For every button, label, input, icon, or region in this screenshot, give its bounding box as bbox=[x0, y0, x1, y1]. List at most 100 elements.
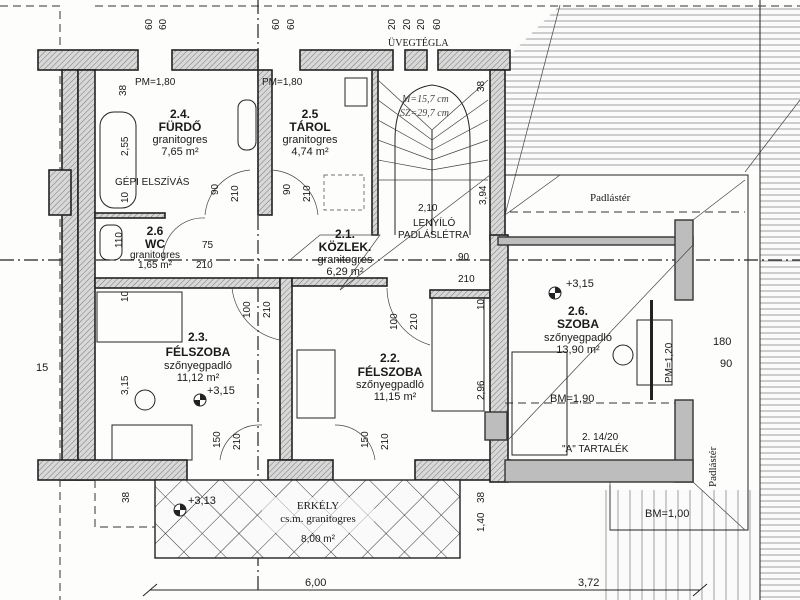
parapet-height: PM=1,80 bbox=[262, 77, 303, 88]
walls bbox=[37, 49, 694, 483]
exhaust-label: GÉPI ELSZÍVÁS bbox=[115, 175, 190, 188]
room-floor: granitogres bbox=[282, 134, 338, 146]
room-number: 2.6. bbox=[568, 304, 588, 318]
attic-label: Padlástér bbox=[590, 192, 631, 204]
dim-label: 100 bbox=[242, 301, 253, 318]
dim-label: 90 bbox=[458, 252, 470, 263]
room-name: ERKÉLY bbox=[297, 500, 339, 512]
room-name: FÜRDŐ bbox=[159, 119, 202, 134]
dim-label: 38 bbox=[121, 491, 132, 503]
room-floor: szőnyegpadló bbox=[164, 360, 232, 372]
dim-label: 180 bbox=[713, 336, 731, 348]
room-name: TÁROL bbox=[289, 119, 330, 134]
door-swings bbox=[162, 169, 431, 461]
level-label: +3,15 bbox=[566, 278, 594, 290]
dim-label: 3,94 bbox=[478, 185, 489, 205]
dimension-lines bbox=[142, 583, 708, 597]
dim-label: 210 bbox=[380, 433, 391, 450]
room-name: KÖZLEK. bbox=[319, 239, 372, 254]
room-floor: granitogres bbox=[317, 254, 373, 266]
tank-label: 2. 14/20 bbox=[582, 432, 619, 443]
balcony-floor bbox=[154, 479, 461, 559]
dim-label: 75 bbox=[202, 240, 214, 251]
dim-label: 60 bbox=[286, 18, 297, 30]
room-area: 8,00 m² bbox=[301, 534, 336, 545]
knee-wall-height: BM=1,90 bbox=[550, 393, 594, 405]
room-name: WC bbox=[145, 237, 165, 251]
dim-label: 38 bbox=[118, 84, 129, 96]
dim-label: 20 bbox=[416, 18, 427, 30]
room-floor: granitogres bbox=[152, 134, 208, 146]
level-label: +3,13 bbox=[188, 495, 216, 507]
dim-label: 210 bbox=[196, 260, 213, 271]
dim-label: 60 bbox=[158, 18, 169, 30]
tank-label: "A" TARTALÉK bbox=[562, 442, 629, 455]
dim-label: 210 bbox=[409, 313, 420, 330]
dim-label: 10 bbox=[120, 290, 131, 302]
room-number: 2.2. bbox=[380, 351, 400, 365]
dim-label: 3,72 bbox=[578, 577, 599, 589]
dim-label: 60 bbox=[271, 18, 282, 30]
room-number: 2.5 bbox=[302, 107, 319, 121]
dim-label: 60 bbox=[144, 18, 155, 30]
dim-label: 150 bbox=[212, 431, 223, 448]
room-floor: granitogres bbox=[130, 250, 180, 261]
room-number: 2.4. bbox=[170, 107, 190, 121]
stair-tread: SZ=29,7 cm bbox=[400, 108, 449, 119]
room-name: SZOBA bbox=[557, 317, 599, 331]
stair-rise: M=15,7 cm bbox=[401, 94, 449, 105]
room-area: 7,65 m² bbox=[161, 146, 199, 158]
dim-label: 10 bbox=[476, 298, 487, 310]
room-floor: szőnyegpadló bbox=[356, 379, 424, 391]
dim-label: 90 bbox=[720, 358, 732, 370]
dim-label: 2,55 bbox=[120, 136, 131, 156]
dim-label: 210 bbox=[232, 433, 243, 450]
dim-label: 10 bbox=[120, 191, 131, 203]
room-area: 11,15 m² bbox=[374, 391, 417, 403]
room-floor: cs.m. granitogres bbox=[280, 513, 355, 525]
room-number: 2.3. bbox=[188, 330, 208, 344]
outline-dashed bbox=[0, 5, 800, 600]
level-markers bbox=[173, 286, 562, 517]
room-floor: szőnyegpadló bbox=[544, 332, 612, 344]
parapet-height: PM=1,80 bbox=[135, 77, 176, 88]
room-area: 6,29 m² bbox=[326, 266, 364, 278]
dim-label: 20 bbox=[402, 18, 413, 30]
dim-label: 210 bbox=[230, 185, 241, 202]
attic-outline bbox=[504, 174, 749, 531]
dim-label: 2,96 bbox=[476, 380, 487, 400]
room-number: 2.6 bbox=[147, 224, 164, 238]
room-area: 13,90 m² bbox=[556, 344, 600, 356]
dim-label: 38 bbox=[476, 80, 487, 92]
room-area: 1,65 m² bbox=[138, 260, 173, 271]
room-area: 4,74 m² bbox=[291, 146, 329, 158]
staircase bbox=[339, 79, 491, 291]
dim-label: 1,40 bbox=[476, 512, 487, 532]
dim-label: 90 bbox=[210, 183, 221, 195]
balcony-dash bbox=[94, 480, 155, 528]
ladder-label: PADLÁSLÉTRA bbox=[398, 228, 469, 241]
dim-label: 3,15 bbox=[120, 375, 131, 395]
fragment-label: 15 bbox=[36, 362, 48, 374]
dim-label: 20 bbox=[387, 18, 398, 30]
parapet-height: PM=1,20 bbox=[664, 342, 675, 383]
dim-label: 6,00 bbox=[305, 577, 326, 589]
room-area: 11,12 m² bbox=[177, 372, 220, 384]
glass-block-label: ÜVEGTÉGLA bbox=[388, 37, 449, 49]
dim-label: 110 bbox=[114, 232, 125, 248]
dim-label: 100 bbox=[389, 313, 400, 330]
roof-area bbox=[504, 0, 800, 600]
dim-label: 210 bbox=[262, 301, 273, 318]
dim-label: 60 bbox=[432, 18, 443, 30]
dim-label: 90 bbox=[282, 183, 293, 195]
dim-label: 210 bbox=[302, 185, 313, 202]
dim-label: 2,10 bbox=[418, 203, 438, 214]
fixtures bbox=[96, 77, 673, 461]
knee-wall-height: BM=1,00 bbox=[645, 508, 689, 520]
ladder-label: LENYÍLÓ bbox=[413, 216, 455, 229]
room-number: 2.1. bbox=[335, 227, 355, 241]
attic-label: Padlástér bbox=[707, 446, 719, 487]
dim-label: 210 bbox=[458, 274, 475, 285]
room-name: FÉLSZOBA bbox=[166, 344, 231, 359]
